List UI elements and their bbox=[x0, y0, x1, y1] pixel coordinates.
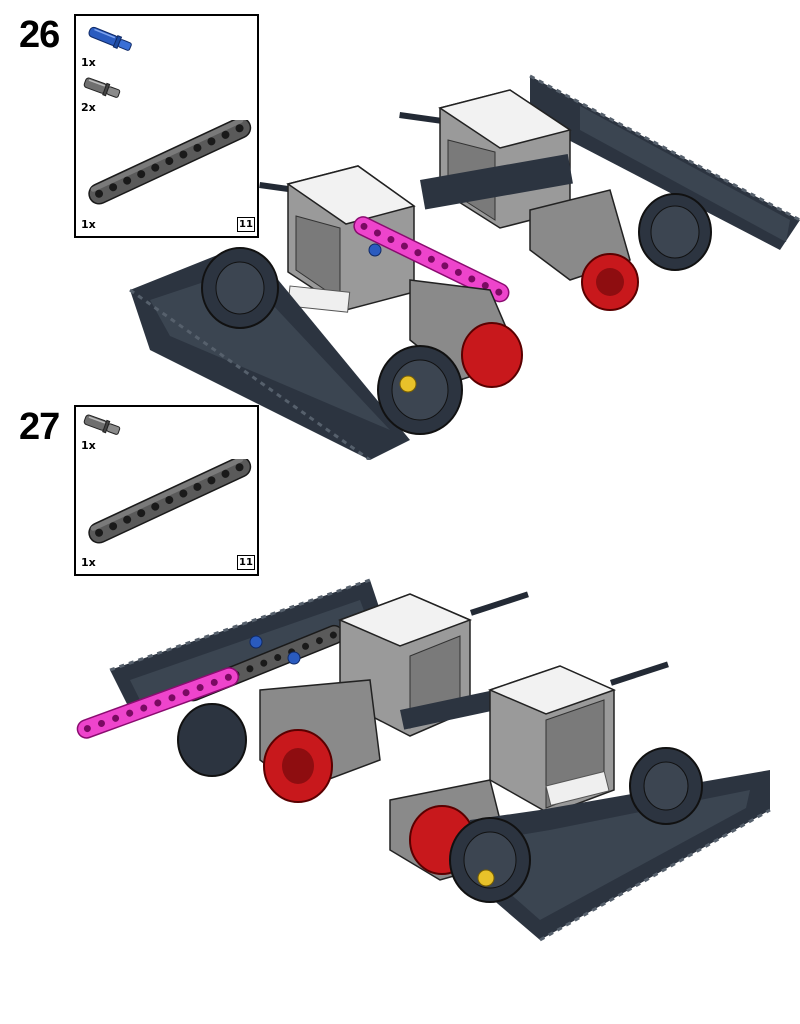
step-26-part-3-qty: 1x bbox=[81, 218, 96, 231]
gray-axle-pin-icon bbox=[83, 77, 121, 98]
step-26-part-1-qty: 1x bbox=[81, 56, 96, 69]
step-26-parts-list: 1x 2x 1x 11 bbox=[74, 14, 259, 238]
step-26-number: 26 bbox=[19, 14, 60, 56]
dark-gray-beam-11-icon bbox=[88, 120, 252, 205]
gray-axle-pin-icon bbox=[83, 414, 121, 435]
blue-pin-icon bbox=[368, 243, 382, 257]
magenta-beam bbox=[353, 216, 510, 303]
magenta-beam bbox=[76, 667, 240, 739]
front-ev3-brick bbox=[286, 165, 416, 313]
step-27-robot-assembly bbox=[76, 578, 771, 942]
front-ev3-brick bbox=[487, 665, 617, 815]
rear-tread-track bbox=[109, 578, 380, 710]
dark-gray-beam-11-icon bbox=[88, 459, 252, 544]
step-27-beam-length-label: 11 bbox=[237, 555, 255, 570]
rear-ev3-brick bbox=[337, 593, 502, 737]
rear-ev3-brick bbox=[420, 89, 573, 229]
rear-tread-track bbox=[529, 74, 800, 271]
front-tread-track bbox=[449, 747, 771, 942]
rear-large-motor bbox=[177, 679, 381, 803]
step-26-beam-length-label: 11 bbox=[237, 217, 255, 232]
step-27-parts-list: 1x 1x 11 bbox=[74, 405, 259, 576]
step-27-number: 27 bbox=[19, 406, 60, 448]
blue-pin-icon bbox=[287, 651, 301, 665]
yellow-bushing-icon bbox=[399, 375, 417, 393]
blue-pin-icon bbox=[249, 635, 263, 649]
front-tread-track bbox=[129, 247, 463, 460]
blue-axle-pin-icon bbox=[88, 26, 132, 51]
step-27-part-2-qty: 1x bbox=[81, 556, 96, 569]
yellow-bushing-icon bbox=[477, 869, 495, 887]
step-26-part-2-qty: 2x bbox=[81, 101, 96, 114]
step-26-robot-assembly bbox=[129, 74, 800, 460]
step-27-part-1-qty: 1x bbox=[81, 439, 96, 452]
rear-large-motor bbox=[529, 189, 639, 311]
